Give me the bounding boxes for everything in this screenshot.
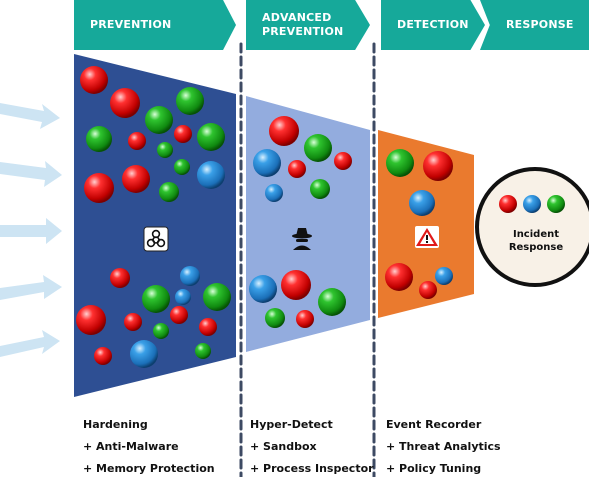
threat-ball-blue [523,195,541,213]
threat-ball-red [423,151,453,181]
threat-ball-blue [265,184,283,202]
threat-ball-blue [197,161,225,189]
caption-line: + Process Inspector [250,462,374,475]
caption-line: Event Recorder [386,418,482,431]
threat-ball-green [86,126,112,152]
stage-header-response: RESPONSE [480,0,589,50]
threat-ball-red [296,310,314,328]
advanced-prevention-caption: Hyper-Detect + Sandbox + Process Inspect… [250,414,374,480]
threat-ball-green [304,134,332,162]
arrow-5 [0,330,60,357]
stage-header-label: PREVENTION [90,18,172,31]
caption-line: + Threat Analytics [386,440,501,453]
stage-header-detection: DETECTION [381,0,485,50]
threat-ball-red [110,268,130,288]
threat-ball-green [153,323,169,339]
caption-line: + Anti-Malware [83,440,179,453]
stage-header-prevention: PREVENTION [74,0,236,50]
threat-ball-red [122,165,150,193]
threat-ball-red [76,305,106,335]
threat-ball-blue [130,340,158,368]
caption-line: Hyper-Detect [250,418,333,431]
threat-ball-red [199,318,217,336]
threat-ball-blue [180,266,200,286]
threat-ball-green [265,308,285,328]
threat-ball-red [174,125,192,143]
threat-ball-blue [435,267,453,285]
threat-ball-red [80,66,108,94]
stage-header-label: DETECTION [397,18,469,31]
threat-ball-green [203,283,231,311]
threat-ball-red [124,313,142,331]
stage-header-label: ADVANCED PREVENTION [262,11,344,38]
threat-ball-red [288,160,306,178]
arrow-4 [0,275,62,300]
biohazard-icon [143,226,169,252]
threat-ball-red [499,195,517,213]
incident-response-circle [475,167,589,287]
arrow-3 [0,218,62,244]
caption-line: Hardening [83,418,148,431]
threat-ball-red [419,281,437,299]
threat-balls [76,66,565,368]
threat-ball-red [128,132,146,150]
spy-icon [292,228,312,250]
threat-ball-red [94,347,112,365]
prevention-caption: Hardening + Anti-Malware + Memory Protec… [83,414,215,480]
threat-ball-green [159,182,179,202]
detection-caption: Event Recorder + Threat Analytics + Poli… [386,414,501,480]
threat-ball-red [84,173,114,203]
threat-ball-green [176,87,204,115]
threat-ball-green [386,149,414,177]
threat-ball-red [281,270,311,300]
arrow-1 [0,103,60,129]
warning-icon [415,226,439,248]
stage-header-label: RESPONSE [506,18,574,31]
threat-ball-blue [175,289,191,305]
threat-ball-green [195,343,211,359]
threat-ball-green [157,142,173,158]
threat-ball-green [547,195,565,213]
caption-line: + Sandbox [250,440,317,453]
threat-ball-red [334,152,352,170]
threat-ball-green [318,288,346,316]
threat-ball-green [197,123,225,151]
threat-ball-red [110,88,140,118]
threat-ball-red [170,306,188,324]
threat-ball-blue [249,275,277,303]
prevention-funnel [74,54,236,397]
threat-ball-red [385,263,413,291]
caption-line: + Policy Tuning [386,462,482,475]
threat-ball-green [174,159,190,175]
caption-line: + Memory Protection [83,462,215,475]
incident-response-label: Incident Response [508,229,564,253]
threat-ball-green [310,179,330,199]
incoming-arrows [0,103,62,357]
threat-ball-blue [253,149,281,177]
stage-header-advanced-prevention: ADVANCED PREVENTION [246,0,370,50]
threat-ball-blue [409,190,435,216]
threat-ball-red [269,116,299,146]
threat-ball-green [145,106,173,134]
threat-ball-green [142,285,170,313]
arrow-2 [0,161,62,187]
